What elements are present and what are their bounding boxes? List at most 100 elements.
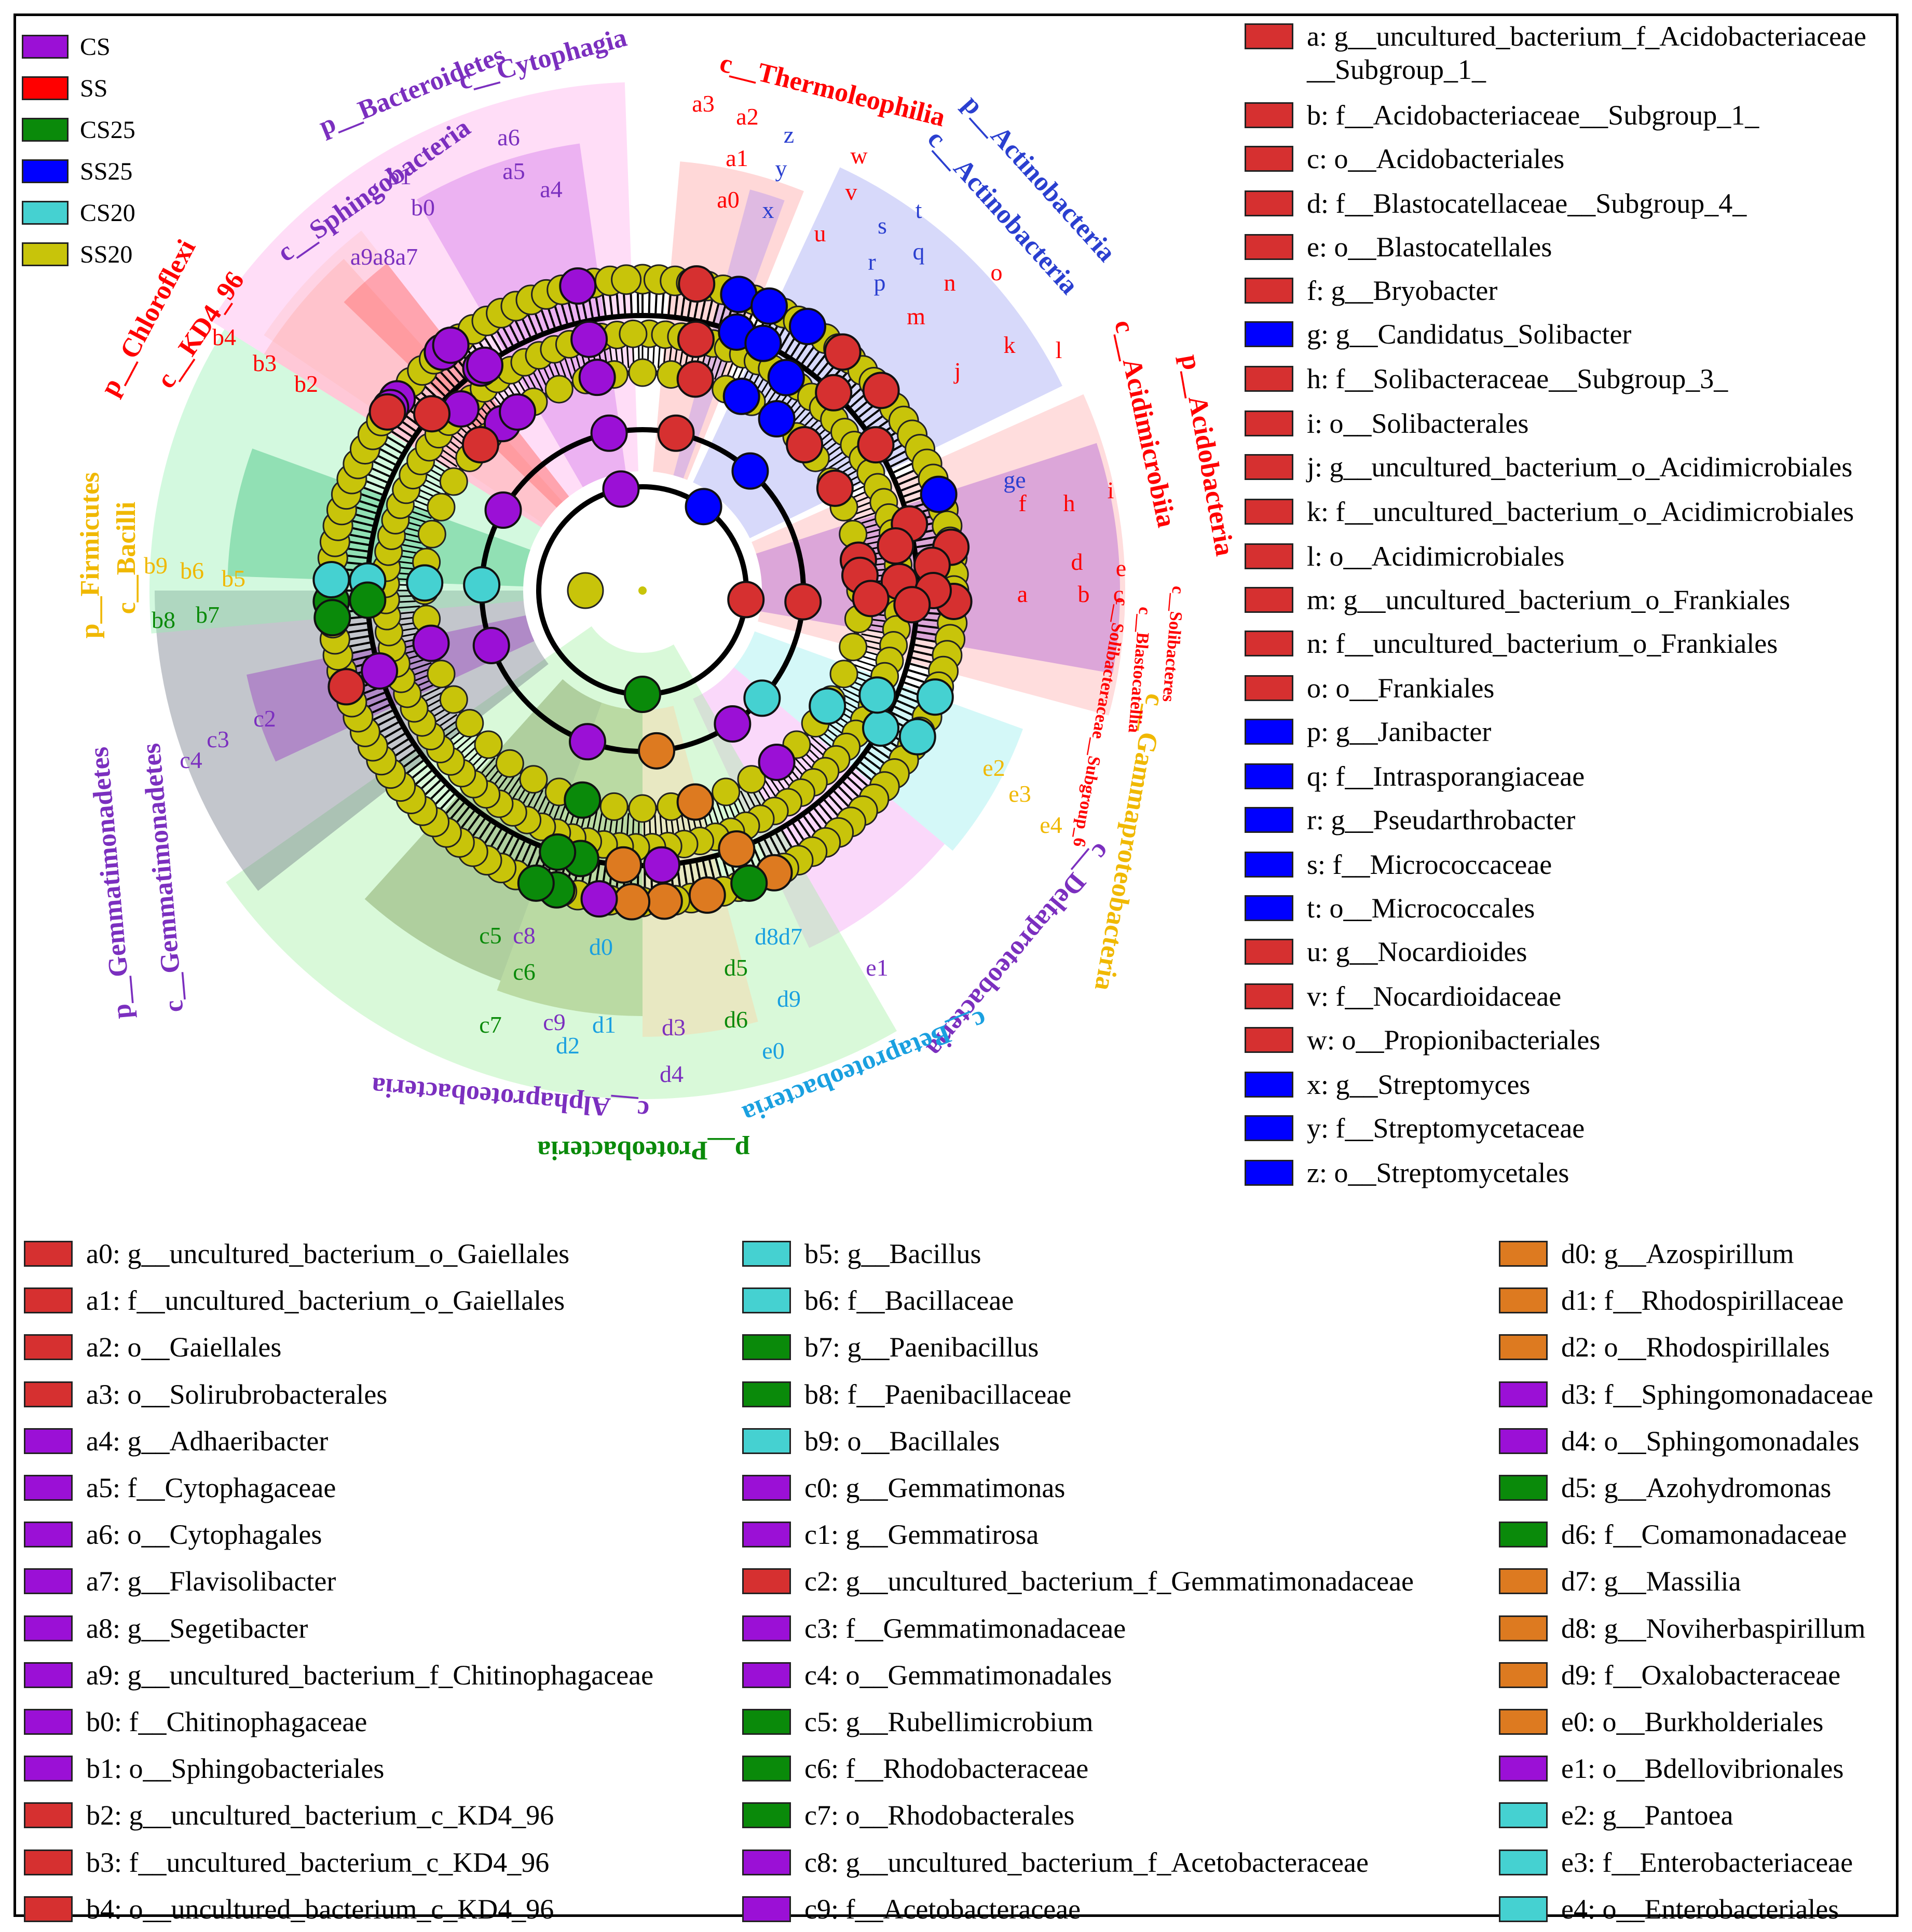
legend-label: b0: f__Chitinophagaceae (86, 1706, 367, 1737)
bottom-legend-item: a4: g__Adhaeribacter (24, 1423, 328, 1459)
legend-label: d7: g__Massilia (1561, 1566, 1741, 1597)
legend-label: a2: o__Gaiellales (86, 1332, 282, 1363)
legend-label: b8: f__Paenibacillaceae (804, 1379, 1072, 1410)
legend-swatch (742, 1287, 791, 1313)
clade-sector (364, 679, 602, 981)
node-label: e0 (762, 1037, 784, 1064)
right-legend-item: o: o__Frankiales (1245, 670, 1494, 706)
node-label: d6 (724, 1006, 748, 1033)
bottom-legend-item: b1: o__Sphingobacteriales (24, 1751, 384, 1786)
legend-label: b1: o__Sphingobacteriales (86, 1753, 385, 1784)
node-label: a5 (502, 158, 525, 184)
legend-label: g: g__Candidatus_Solibacter (1307, 319, 1632, 350)
highlighted-node (786, 426, 824, 463)
highlighted-node (731, 452, 769, 490)
legend-label: c8: g__uncultured_bacterium_f_Acetobacte… (804, 1847, 1369, 1878)
legend-swatch (742, 1334, 791, 1360)
node-label: k (1004, 332, 1016, 358)
bottom-legend-item: c8: g__uncultured_bacterium_f_Acetobacte… (742, 1845, 1369, 1880)
legend-label: SS (80, 74, 108, 102)
node-label: e2 (982, 755, 1005, 781)
highlighted-node (638, 732, 676, 770)
family-node (455, 709, 484, 738)
node-label: i (1108, 477, 1114, 503)
clade-sector (247, 615, 535, 762)
legend-swatch (1245, 587, 1293, 613)
highlighted-node (916, 678, 954, 716)
family-node (439, 467, 468, 496)
node-label: t (916, 197, 922, 223)
legend-label: s: f__Micrococcaceae (1307, 849, 1552, 880)
legend-label: d5: g__Azohydromonas (1561, 1472, 1832, 1503)
highlighted-node (750, 287, 788, 325)
bottom-legend-item: c1: g__Gemmatirosa (742, 1517, 1039, 1552)
node-label: h (1063, 490, 1075, 516)
right-legend-item: g: g__Candidatus_Solibacter (1245, 317, 1631, 352)
highlighted-node (744, 324, 782, 362)
bottom-legend-item: e1: o__Bdellovibrionales (1499, 1751, 1843, 1786)
legend-label: y: f__Streptomycetaceae (1307, 1113, 1585, 1144)
legend-label: c: o__Acidobacteriales (1307, 143, 1565, 174)
root-node (567, 572, 604, 609)
node-label: d1 (592, 1011, 616, 1038)
highlighted-node (862, 709, 899, 747)
highlighted-node (580, 880, 618, 918)
node-label: b4 (212, 324, 236, 350)
family-node (519, 765, 548, 794)
highlighted-node (920, 475, 958, 513)
legend-label: CS20 (80, 199, 135, 227)
node-label: x (762, 197, 774, 223)
highlighted-node (816, 469, 854, 507)
legend-label: b6: f__Bacillaceae (804, 1285, 1014, 1316)
legend-swatch (742, 1802, 791, 1828)
node-label: c9 (543, 1009, 565, 1035)
node-label: b5 (222, 565, 245, 592)
node-label: r (868, 249, 876, 275)
family-node (427, 660, 456, 689)
right-legend-item: a: g__uncultured_bacterium_f_Acidobacter… (1245, 19, 1866, 54)
legend-label: d9: f__Oxalobacteraceae (1561, 1660, 1841, 1691)
highlighted-node (730, 864, 768, 902)
node-label: f (1018, 490, 1027, 516)
highlighted-node (327, 668, 365, 706)
node-label: d3 (662, 1014, 686, 1040)
legend-label: e4: o__Enterobacteriales (1561, 1894, 1839, 1925)
legend-swatch (1499, 1522, 1548, 1547)
legend-swatch (22, 35, 69, 59)
node-label: b9 (144, 552, 168, 579)
right-legend-item: t: o__Micrococcales (1245, 890, 1535, 926)
bottom-legend-item: d2: o__Rhodospirillales (1499, 1330, 1829, 1365)
legend-swatch (1245, 939, 1293, 965)
right-legend-item: __Subgroup_1_ (1245, 52, 1486, 87)
legend-label: b7: g__Paenibacillus (804, 1332, 1039, 1363)
right-legend-item: h: f__Solibacteraceae__Subgroup_3_ (1245, 361, 1728, 396)
node-label: d9 (777, 985, 801, 1012)
legend-swatch (1245, 499, 1293, 525)
family-node (737, 765, 766, 794)
legend-label: SS25 (80, 157, 133, 185)
group-legend-item: CS (22, 29, 111, 64)
highlighted-node (466, 346, 504, 384)
legend-swatch (742, 1615, 791, 1641)
legend-swatch (742, 1522, 791, 1547)
bottom-legend-item: d0: g__Azospirillum (1499, 1236, 1794, 1271)
clade-label: c__Bacilli (112, 502, 141, 614)
clade-label: p__Firmicutes (75, 472, 105, 639)
bottom-legend-item: a7: g__Flavisolibacter (24, 1564, 336, 1599)
right-legend-item: k: f__uncultured_bacterium_o_Acidimicrob… (1245, 494, 1854, 529)
legend-label: k: f__uncultured_bacterium_o_Acidimicrob… (1307, 496, 1854, 527)
right-legend-item: w: o__Propionibacteriales (1245, 1022, 1600, 1058)
node-label: d8d7 (755, 923, 802, 950)
clade-label: c__Gemmatimonadetes (136, 742, 189, 1013)
highlighted-node (727, 581, 765, 619)
highlighted-node (406, 564, 444, 602)
right-legend-item: r: g__Pseudarthrobacter (1245, 802, 1575, 838)
legend-swatch (1499, 1662, 1548, 1688)
legend-swatch (1245, 1160, 1293, 1186)
node-label: y (775, 155, 787, 182)
legend-label: w: o__Propionibacteriales (1307, 1024, 1601, 1056)
group-legend-item: CS25 (22, 112, 135, 147)
clade-label: p__Gemmatimonadetes (84, 746, 138, 1020)
legend-label: a: g__uncultured_bacterium_f_Acidobacter… (1307, 21, 1866, 52)
node-label: c2 (253, 705, 276, 732)
